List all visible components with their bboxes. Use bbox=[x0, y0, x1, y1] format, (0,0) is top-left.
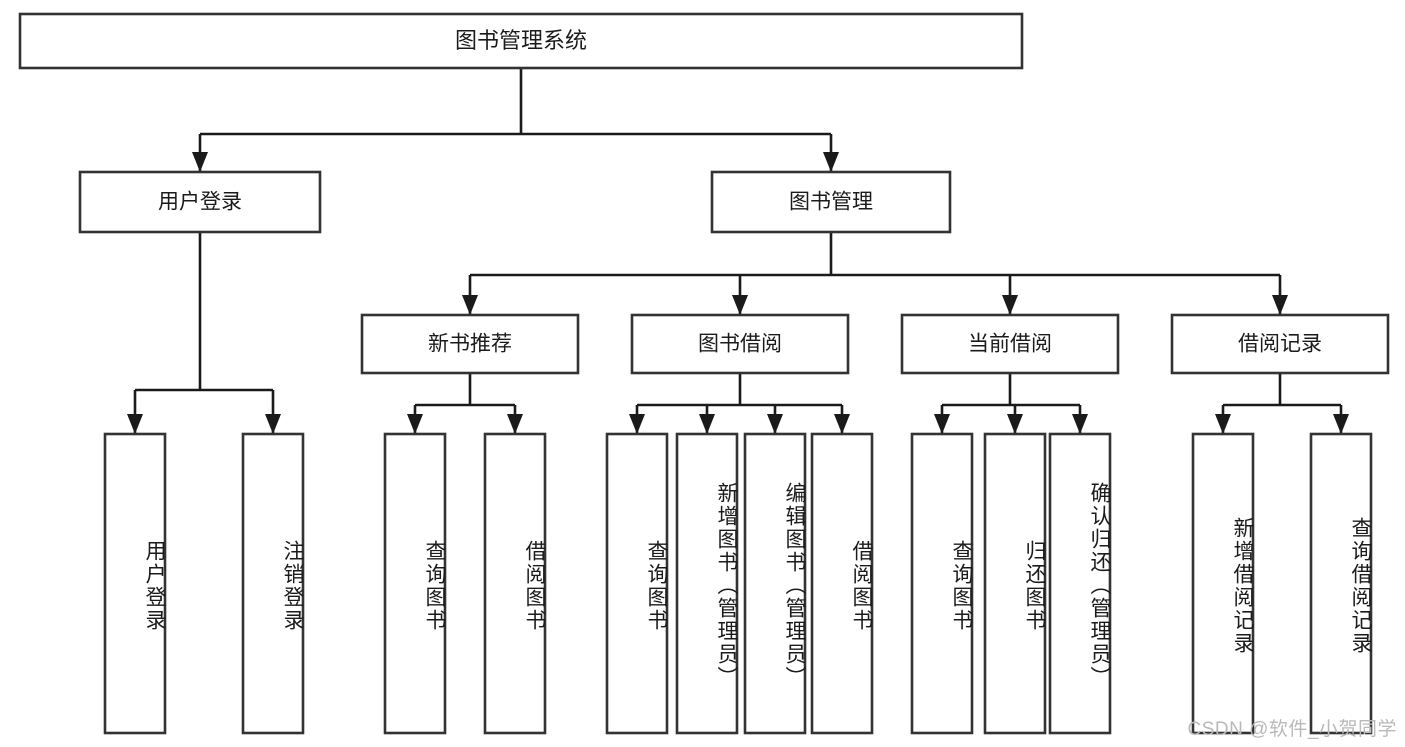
leaf-box-cb-return-book[interactable] bbox=[983, 432, 1047, 735]
arrowhead-icon bbox=[192, 152, 208, 172]
arrowhead-icon bbox=[507, 414, 523, 434]
leaf-box-nbr-query-book[interactable] bbox=[383, 432, 447, 735]
connector-layer bbox=[127, 68, 1349, 434]
arrowhead-icon bbox=[823, 152, 839, 172]
arrowhead-icon bbox=[1007, 414, 1023, 434]
arrowhead-icon bbox=[1002, 295, 1018, 315]
leaf-box-bb-add-book[interactable] bbox=[675, 432, 739, 735]
arrowhead-icon bbox=[767, 414, 783, 434]
csdn-watermark: CSDN @软件_小贺同学 bbox=[1187, 719, 1397, 740]
node-layer bbox=[18, 12, 1390, 735]
leaf-box-cb-query-book[interactable] bbox=[910, 432, 974, 735]
arrowhead-icon bbox=[699, 414, 715, 434]
arrowhead-icon bbox=[732, 295, 748, 315]
node-label-new-book-rec: 新书推荐 bbox=[428, 333, 512, 356]
node-box-new-book-rec[interactable] bbox=[360, 313, 580, 375]
arrowhead-icon bbox=[1272, 295, 1288, 315]
node-label-book-borrow: 图书借阅 bbox=[698, 333, 782, 356]
leaf-box-br-add-record[interactable] bbox=[1191, 432, 1255, 735]
node-box-borrow-record[interactable] bbox=[1170, 313, 1390, 375]
leaf-box-leaf-user-logout[interactable] bbox=[241, 432, 305, 735]
leaf-box-leaf-user-login[interactable] bbox=[103, 432, 167, 735]
arrowhead-icon bbox=[1215, 414, 1231, 434]
node-label-current-borrow: 当前借阅 bbox=[968, 333, 1052, 356]
node-box-book-manage[interactable] bbox=[710, 170, 952, 234]
node-label-user-login: 用户登录 bbox=[158, 191, 242, 214]
leaf-box-bb-query-book[interactable] bbox=[605, 432, 669, 735]
leaf-box-br-query-record[interactable] bbox=[1309, 432, 1373, 735]
node-box-current-borrow[interactable] bbox=[900, 313, 1120, 375]
arrowhead-icon bbox=[1333, 414, 1349, 434]
arrowhead-icon bbox=[1072, 414, 1088, 434]
arrowhead-icon bbox=[265, 414, 281, 434]
leaf-box-bb-edit-book[interactable] bbox=[743, 432, 807, 735]
node-box-root[interactable] bbox=[18, 12, 1024, 70]
node-label-book-manage: 图书管理 bbox=[789, 191, 873, 214]
arrowhead-icon bbox=[407, 414, 423, 434]
arrowhead-icon bbox=[127, 414, 143, 434]
arrowhead-icon bbox=[462, 295, 478, 315]
node-box-book-borrow[interactable] bbox=[630, 313, 850, 375]
leaf-box-nbr-borrow-book[interactable] bbox=[483, 432, 547, 735]
arrowhead-icon bbox=[629, 414, 645, 434]
leaf-box-bb-borrow-book[interactable] bbox=[810, 432, 874, 735]
node-box-user-login[interactable] bbox=[78, 170, 322, 234]
arrowhead-icon bbox=[834, 414, 850, 434]
leaf-box-cb-confirm-return[interactable] bbox=[1048, 432, 1112, 735]
arrowhead-icon bbox=[934, 414, 950, 434]
node-label-root: 图书管理系统 bbox=[455, 28, 587, 53]
node-label-borrow-record: 借阅记录 bbox=[1238, 333, 1322, 356]
